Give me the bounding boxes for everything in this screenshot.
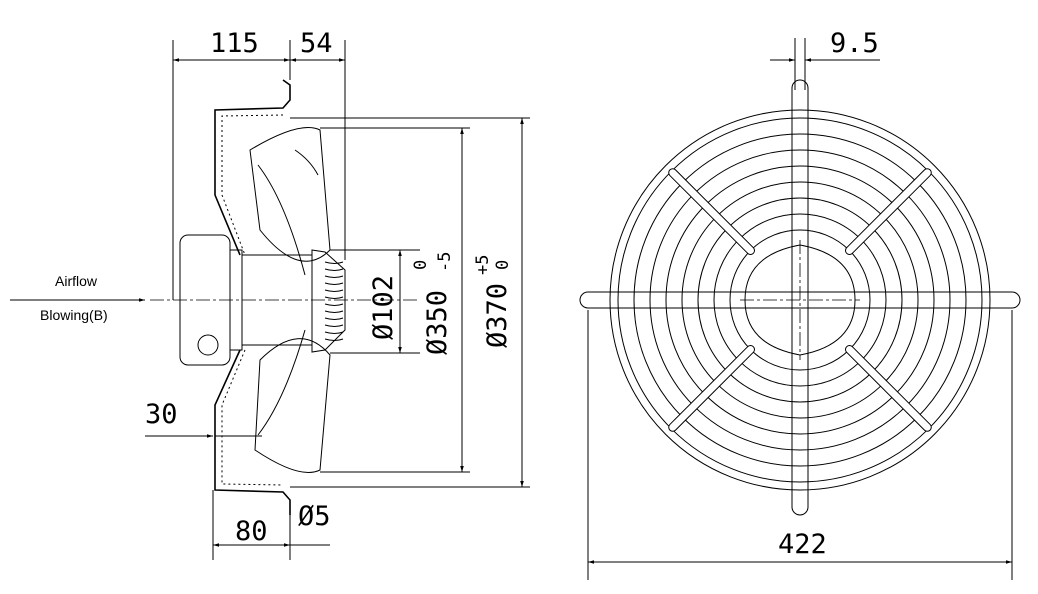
hub-fin <box>324 310 344 313</box>
dim-370-lower-tol: 0 <box>493 260 513 270</box>
hub-fin <box>324 331 344 334</box>
hub-fin <box>324 261 344 264</box>
guard-ring <box>617 117 983 483</box>
dim-350-lower-tol: -5 <box>435 252 455 272</box>
side-view: 115 54 Airflow Blowing(B) Ø102 <box>10 28 530 560</box>
airflow-label: Airflow <box>55 273 98 289</box>
blowing-label: Blowing(B) <box>40 307 108 323</box>
guard-spoke <box>669 345 755 431</box>
hub-fin <box>324 317 344 320</box>
rotor-hub <box>311 249 346 353</box>
guard-spoke <box>845 345 931 431</box>
cable-gland <box>197 334 219 356</box>
shroud-inner <box>221 114 284 486</box>
dim-350-label: Ø350 <box>422 290 453 355</box>
vertical-guard-bar <box>791 79 809 516</box>
guard-ring <box>649 149 951 451</box>
guard-spoke <box>845 169 931 255</box>
dim-30-label: 30 <box>145 399 178 430</box>
guard-ring <box>729 229 871 371</box>
guard-ring <box>665 165 935 435</box>
guard-ring <box>713 213 887 387</box>
hub-fin <box>324 338 344 341</box>
hub-fin <box>324 282 344 285</box>
front-view: 9.5 422 <box>579 28 1021 580</box>
guard-spokes <box>668 168 932 432</box>
hub-fin <box>324 296 344 299</box>
dim-54-label: 54 <box>300 28 333 59</box>
dim-bar-label: 9.5 <box>830 28 879 59</box>
hub-fin <box>324 324 344 327</box>
dim-350-upper-tol: 0 <box>411 260 431 270</box>
dim-370-upper-tol: +5 <box>473 255 493 275</box>
dim-hub-label: Ø102 <box>368 275 399 340</box>
hub-fins <box>324 261 344 341</box>
hub-fin <box>324 275 344 278</box>
shroud-outline <box>214 79 291 515</box>
guard-ring <box>609 109 991 491</box>
blade-upper <box>249 127 331 262</box>
blade-rib <box>257 164 306 276</box>
dim-80-label: 80 <box>235 516 268 547</box>
dim-370-label: Ø370 <box>482 283 513 348</box>
blade-rib <box>257 329 306 436</box>
guard-rings <box>609 109 991 491</box>
dim-width-label: 422 <box>778 529 827 560</box>
blade-rib <box>294 149 319 176</box>
guard-ring <box>697 197 903 403</box>
guard-ring <box>633 133 967 467</box>
guard-spoke <box>669 169 755 255</box>
hub-fin <box>324 268 344 271</box>
hub-fin <box>324 303 344 306</box>
dim-115-label: 115 <box>210 28 259 59</box>
guard-ring <box>681 181 919 419</box>
dim-hole-label: Ø5 <box>298 501 331 532</box>
blade-lower <box>254 338 331 473</box>
hub-fin <box>324 289 344 292</box>
